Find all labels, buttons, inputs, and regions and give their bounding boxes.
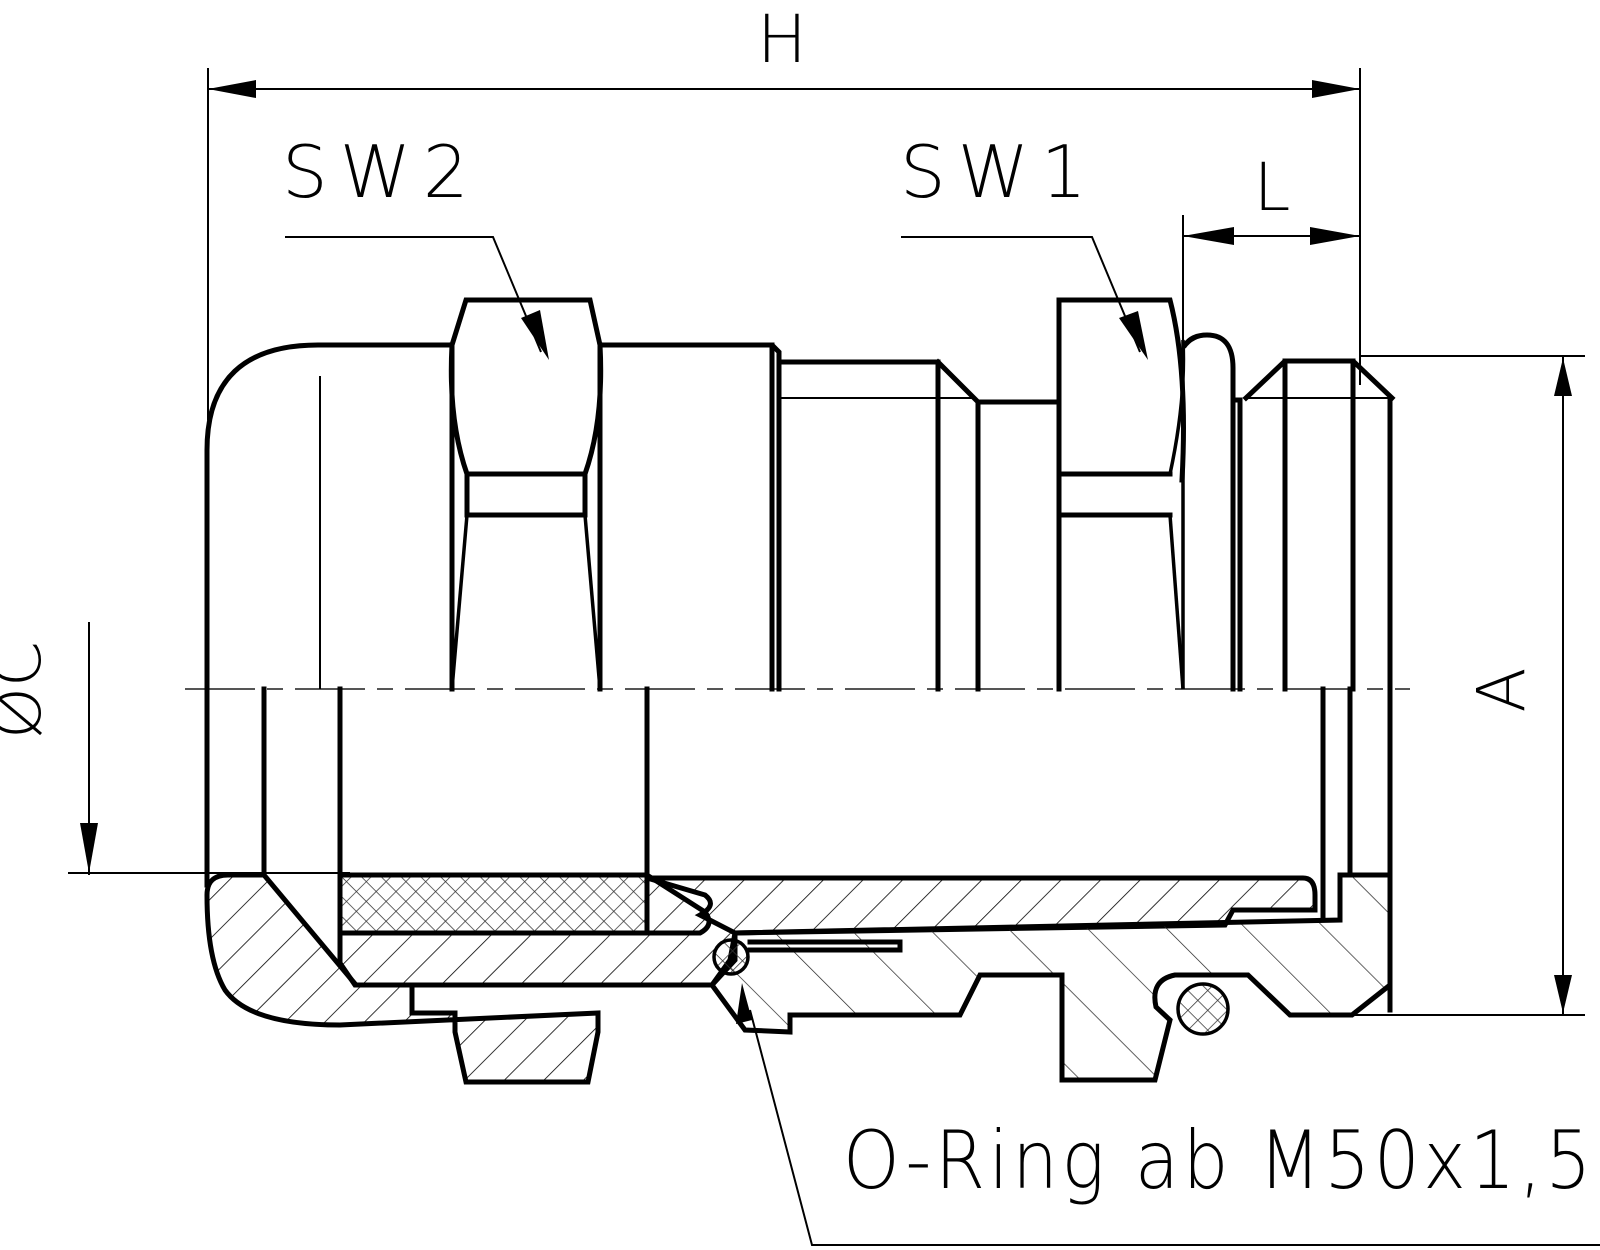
arrowhead-icon bbox=[1554, 358, 1572, 396]
arrowhead-icon bbox=[80, 823, 98, 873]
arrowhead-icon bbox=[1119, 311, 1148, 360]
dimension-l: L bbox=[1182, 149, 1360, 340]
dimension-c: ØC bbox=[0, 622, 350, 875]
dimension-h-label: H bbox=[757, 1, 807, 78]
arrowhead-icon bbox=[208, 80, 256, 98]
dimension-a-label: A bbox=[1463, 667, 1540, 712]
body-outer-section bbox=[708, 872, 1393, 1083]
dome-cap-view bbox=[204, 297, 782, 692]
o-ring-inner bbox=[712, 938, 750, 976]
callout-oring-label: O-Ring ab M50x1,5 bbox=[843, 1114, 1595, 1207]
dimension-l-label: L bbox=[1254, 149, 1291, 226]
arrowhead-icon bbox=[1310, 227, 1360, 245]
dome-nut-section bbox=[204, 872, 601, 1085]
arrowhead-icon bbox=[1312, 80, 1360, 98]
arrowhead-icon bbox=[521, 310, 549, 360]
dimension-c-label: ØC bbox=[0, 641, 56, 739]
dimension-h: H bbox=[207, 1, 1361, 420]
body-inner-section bbox=[646, 875, 1318, 936]
arrowhead-icon bbox=[736, 983, 752, 1024]
callout-oring: O-Ring ab M50x1,5 bbox=[736, 983, 1600, 1246]
section-view bbox=[204, 686, 1393, 1085]
arrowhead-icon bbox=[1183, 227, 1234, 245]
seal-insert-section bbox=[337, 872, 650, 936]
callout-sw2-label: SW2 bbox=[282, 130, 481, 214]
arrowhead-icon bbox=[1554, 975, 1572, 1013]
callout-sw1: SW1 bbox=[900, 130, 1148, 360]
callout-sw1-label: SW1 bbox=[900, 130, 1099, 214]
callout-sw2: SW2 bbox=[282, 130, 549, 360]
o-ring-outer bbox=[1176, 982, 1230, 1036]
